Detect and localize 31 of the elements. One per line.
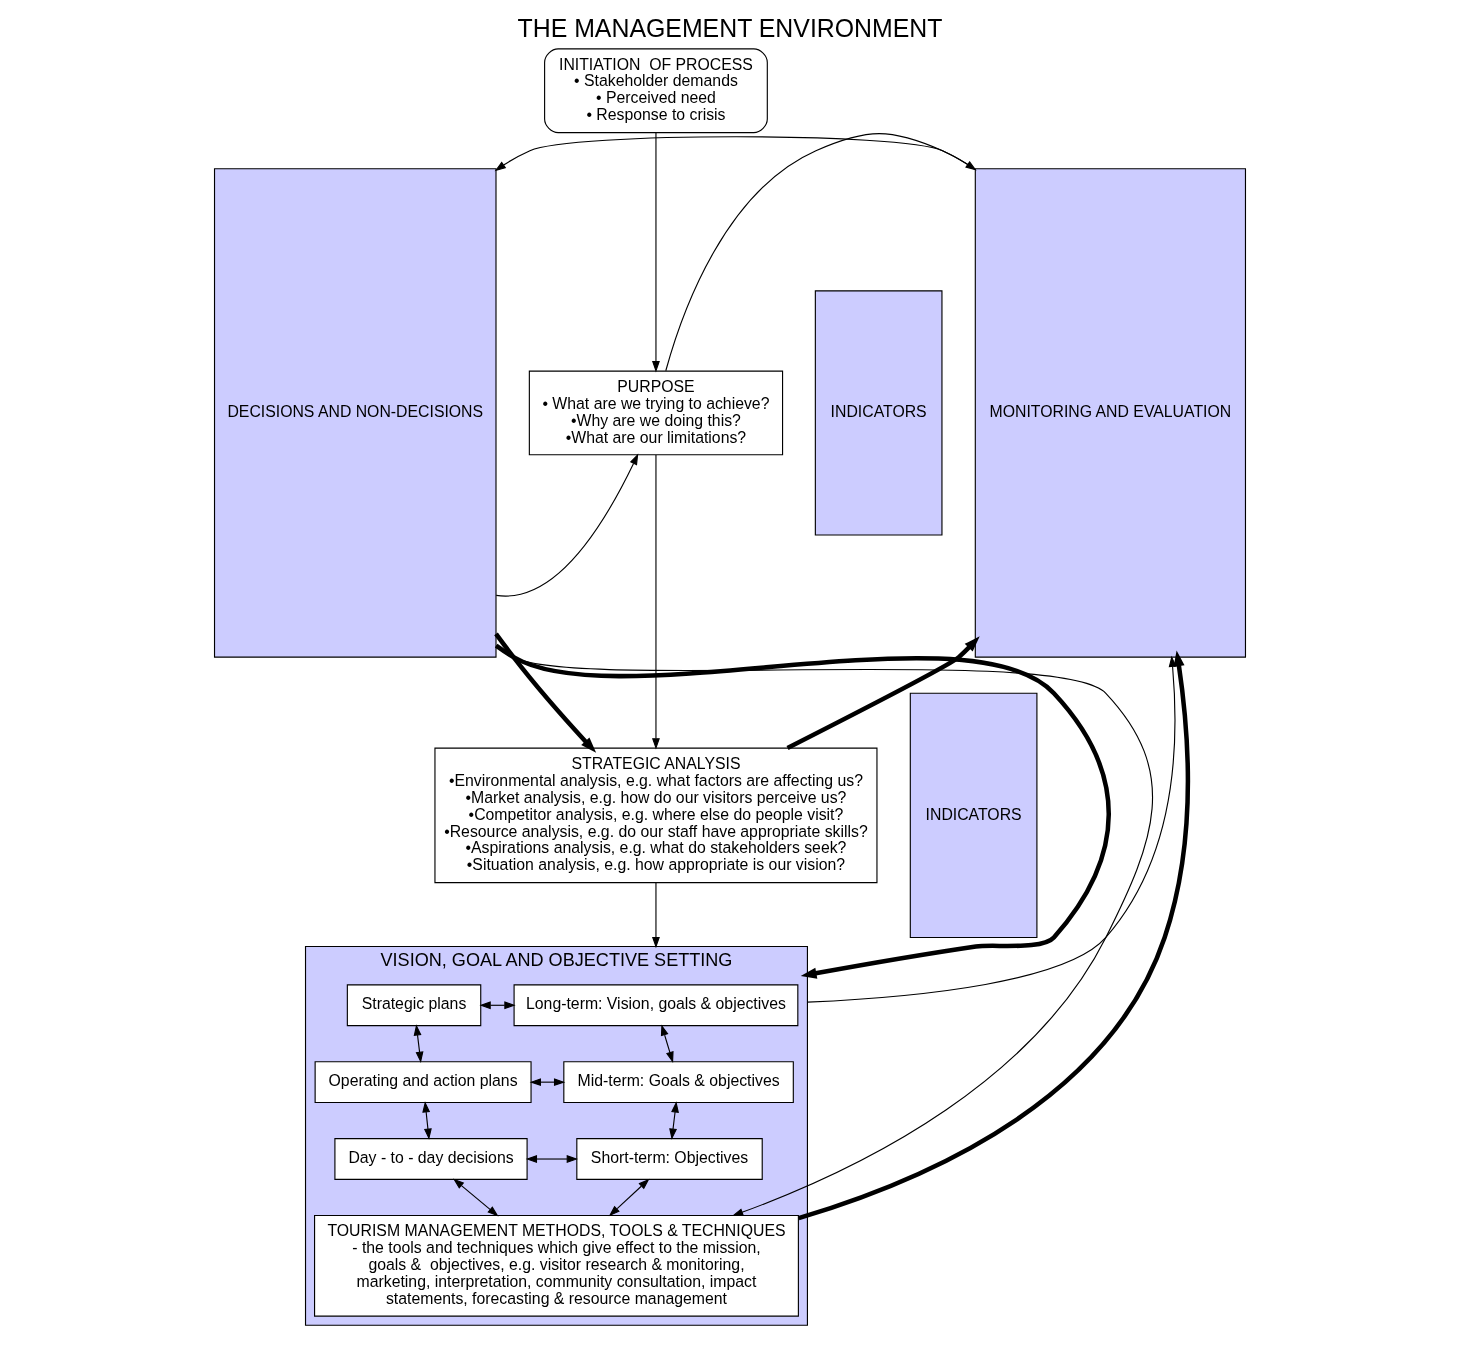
arrow <box>786 636 980 750</box>
node-box: MONITORING AND EVALUATION <box>974 168 1246 658</box>
arrow <box>495 453 638 597</box>
arrow <box>493 632 596 753</box>
arrow <box>494 643 1111 979</box>
node-box: Day - to - day decisions <box>333 1138 528 1180</box>
node-box: INDICATORS <box>909 692 1037 939</box>
arrow <box>668 1101 679 1140</box>
arrow <box>651 132 660 373</box>
node-box: INDICATORS <box>814 290 943 536</box>
node-box: TOURISM MANAGEMENT METHODS, TOOLS & TECHNIQUES - the tools and techniques which give effect to the mission, goals & objectives, e.g. visitor research & monitoring, marketing, interpretation, community consultation, impact statements, forecasting & resource management <box>313 1214 799 1317</box>
arrow <box>413 1024 423 1063</box>
node-box: STRATEGIC ANALYSIS •Environmental analysis, e.g. what factors are affecting us? •Market analysis, e.g. how do our visitors perceive us? •Competitor analysis, e.g. where else do people visit? •Resource analysis, e.g. do our staff have appropriate skills? •Aspirations analysis, e.g. what do stakeholders seek? •Situation analysis, e.g. how appropriate is our vision? <box>433 747 878 884</box>
arrow <box>608 1178 649 1217</box>
arrow <box>651 454 660 750</box>
arrow <box>797 650 1190 1221</box>
node-box: Long-term: Vision, goals & objectives <box>513 984 798 1027</box>
node-box: PURPOSE • What are we trying to achieve? •Why are we doing this? •What are our limitations? <box>528 370 783 456</box>
arrow <box>525 1155 578 1163</box>
arrow <box>495 645 1153 1216</box>
node-box: Short-term: Objectives <box>575 1138 763 1180</box>
node-box: INITIATION OF PROCESS • Stakeholder demands • Perceived need • Response to crisis <box>543 48 768 134</box>
arrow <box>651 882 660 949</box>
arrow <box>660 1024 674 1063</box>
node-box: Mid-term: Goals & objectives <box>562 1061 794 1104</box>
node-box: DECISIONS AND NON-DECISIONS <box>213 168 497 658</box>
node-box: Operating and action plans <box>314 1061 532 1104</box>
arrow <box>452 1178 499 1217</box>
arrow <box>421 1101 432 1140</box>
node-box: Strategic plans <box>346 984 481 1027</box>
diagram-title: THE MANAGEMENT ENVIRONMENT <box>517 14 942 43</box>
